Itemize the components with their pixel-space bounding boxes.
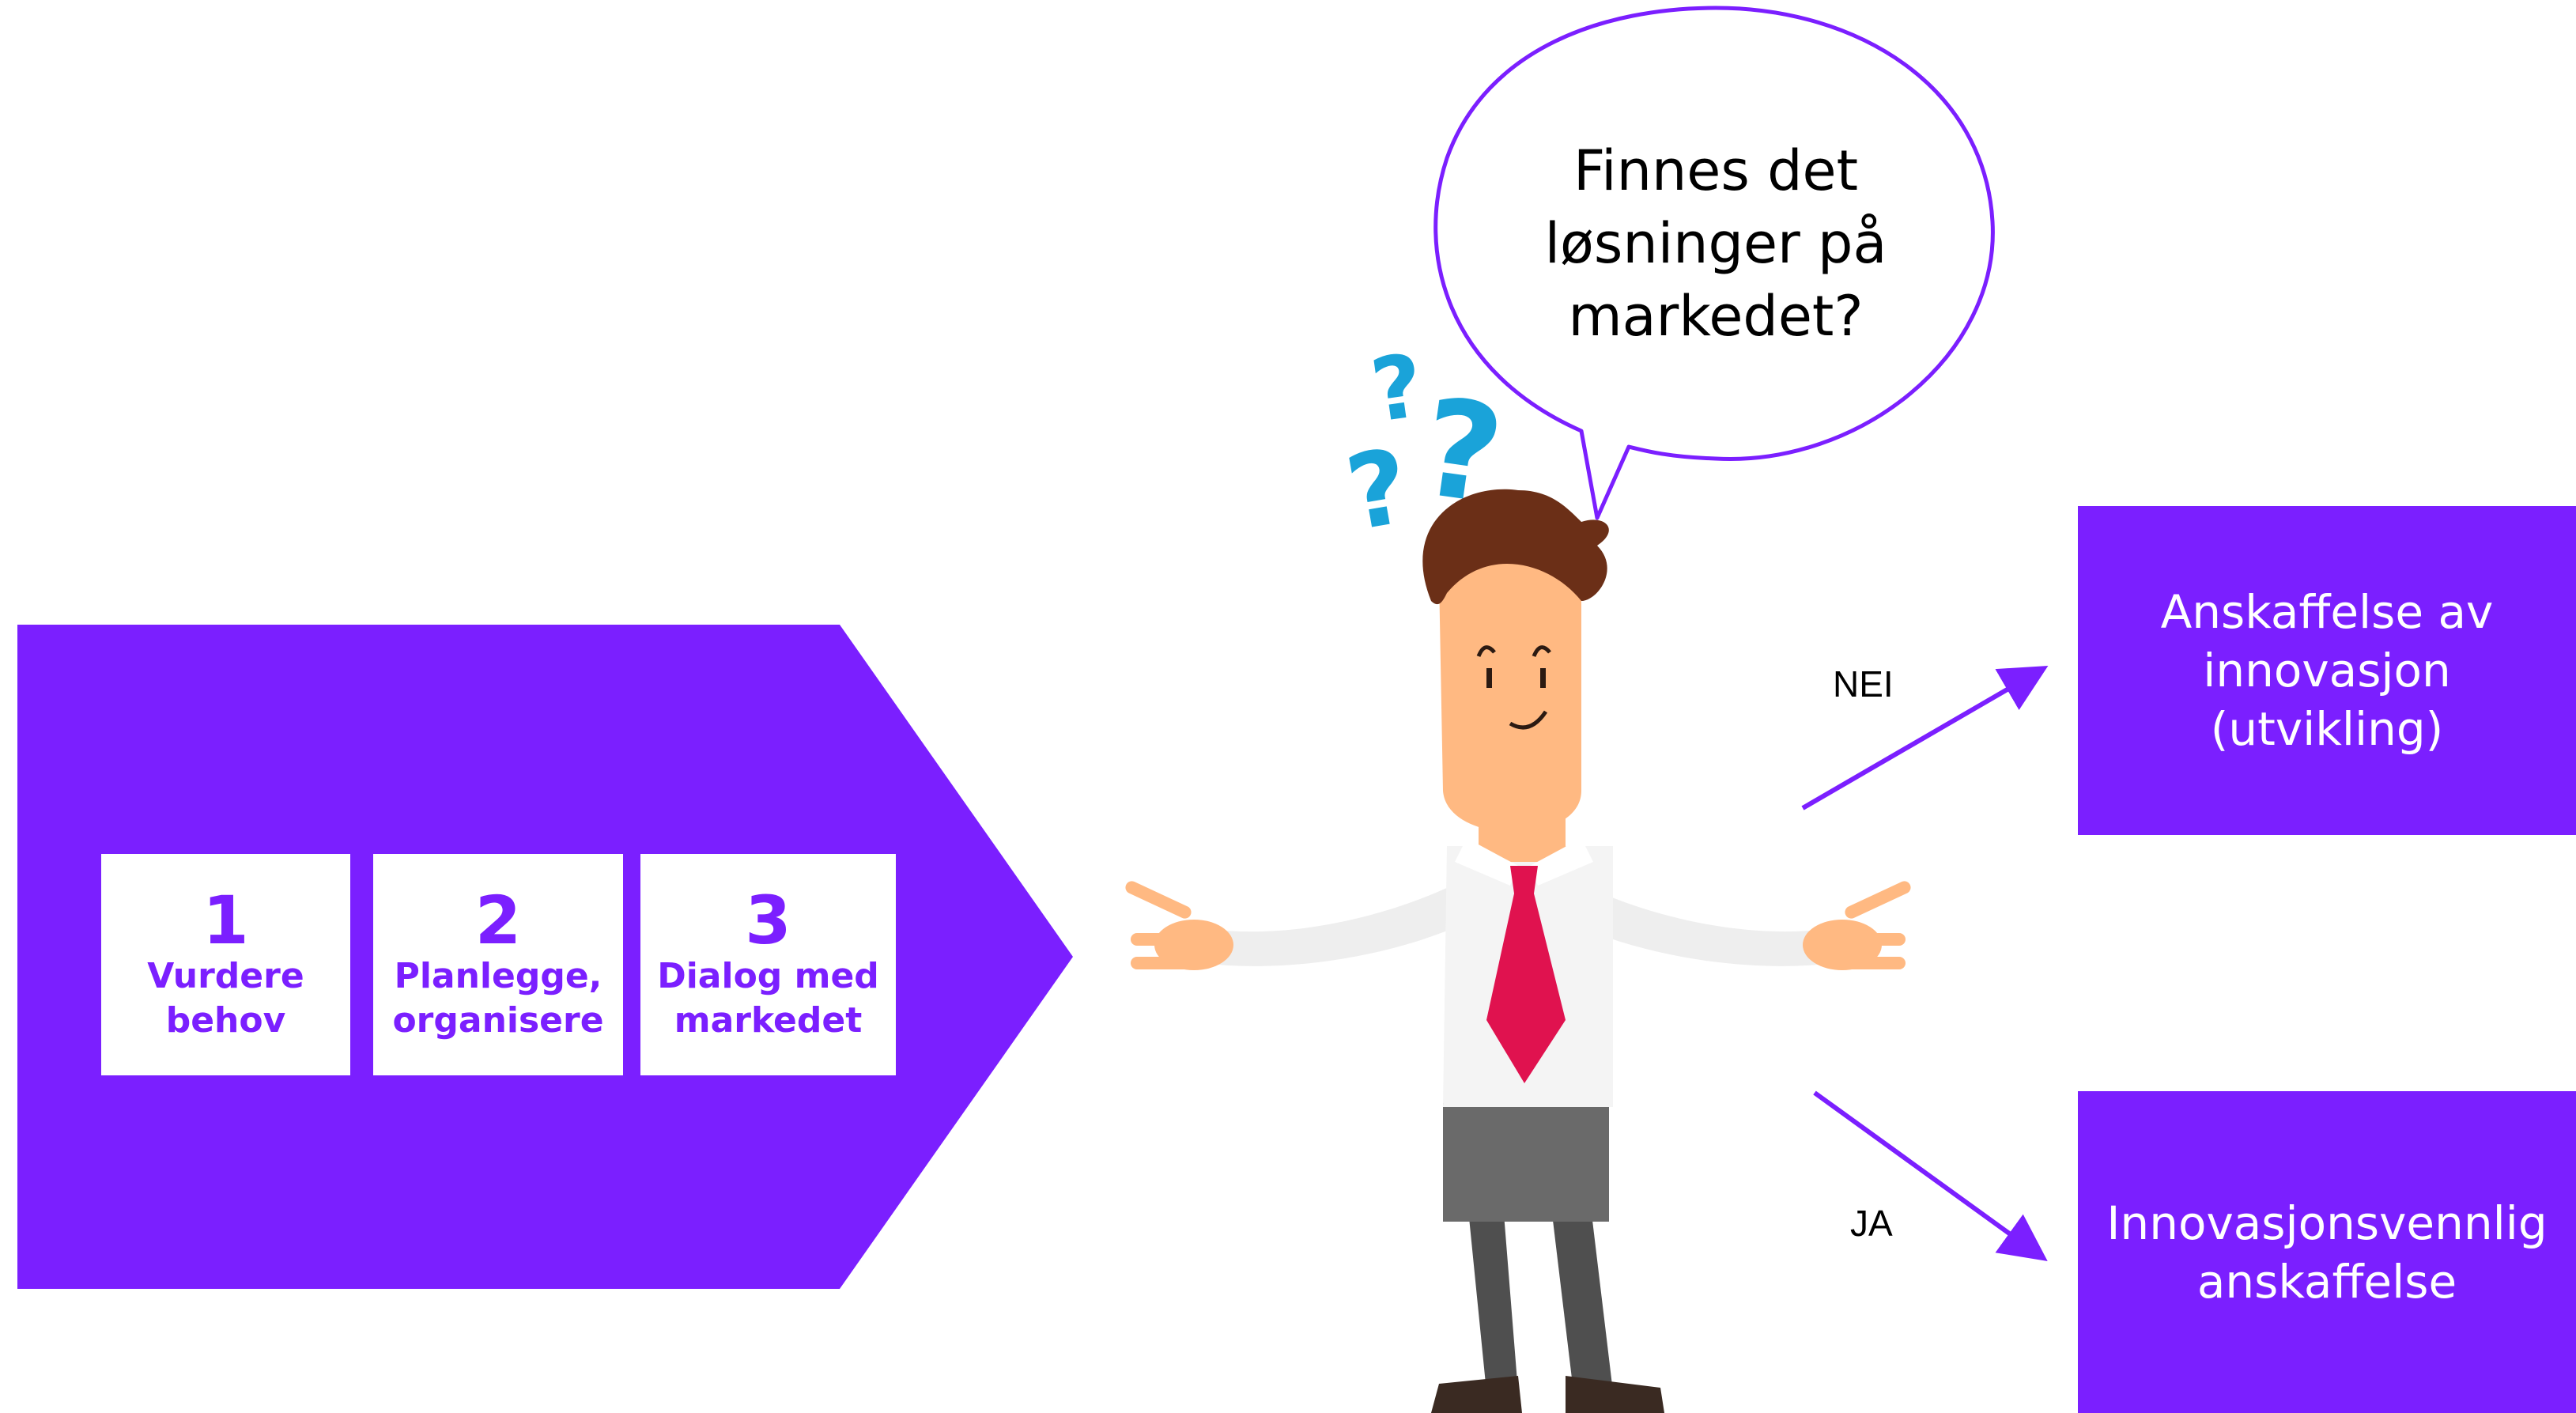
result-nei-line-3: (utvikling) bbox=[2210, 702, 2444, 756]
step-2-box: 2 Planlegge,organisere bbox=[373, 854, 623, 1075]
result-nei-line-1: Anskaffelse av bbox=[2160, 585, 2494, 639]
svg-text:?: ? bbox=[1365, 340, 1430, 442]
result-ja-line-2: anskaffelse bbox=[2196, 1254, 2457, 1309]
label-nei: NEI bbox=[1833, 663, 1894, 705]
result-box-innovation-procurement: Anskaffelse av innovasjon (utvikling) bbox=[2078, 506, 2576, 835]
label-ja: JA bbox=[1850, 1203, 1893, 1244]
result-nei-line-2: innovasjon bbox=[2203, 644, 2451, 697]
step-2-number: 2 bbox=[474, 882, 522, 959]
bubble-line-2: løsninger på bbox=[1544, 211, 1887, 276]
decision-arrows bbox=[1801, 665, 2049, 1262]
step-2-label: Planlegge,organisere bbox=[392, 956, 604, 1041]
speech-bubble bbox=[1433, 6, 1995, 520]
arrow-ja bbox=[1813, 1090, 2048, 1262]
bubble-line-1: Finnes det bbox=[1573, 138, 1859, 203]
step-3-number: 3 bbox=[745, 882, 791, 959]
result-box-innovation-friendly: Innovasjonsvennlig anskaffelse bbox=[2078, 1091, 2576, 1413]
svg-text:?: ? bbox=[1338, 425, 1418, 554]
person-illustration: ? ? ? bbox=[1125, 340, 1911, 1413]
bubble-question: Finnes det løsninger på markedet? bbox=[1486, 134, 1945, 353]
step-1-number: 1 bbox=[202, 882, 249, 959]
bubble-line-3: markedet? bbox=[1568, 284, 1864, 349]
arrow-nei bbox=[1801, 665, 2049, 810]
result-ja-line-1: Innovasjonsvennlig bbox=[2106, 1196, 2548, 1250]
